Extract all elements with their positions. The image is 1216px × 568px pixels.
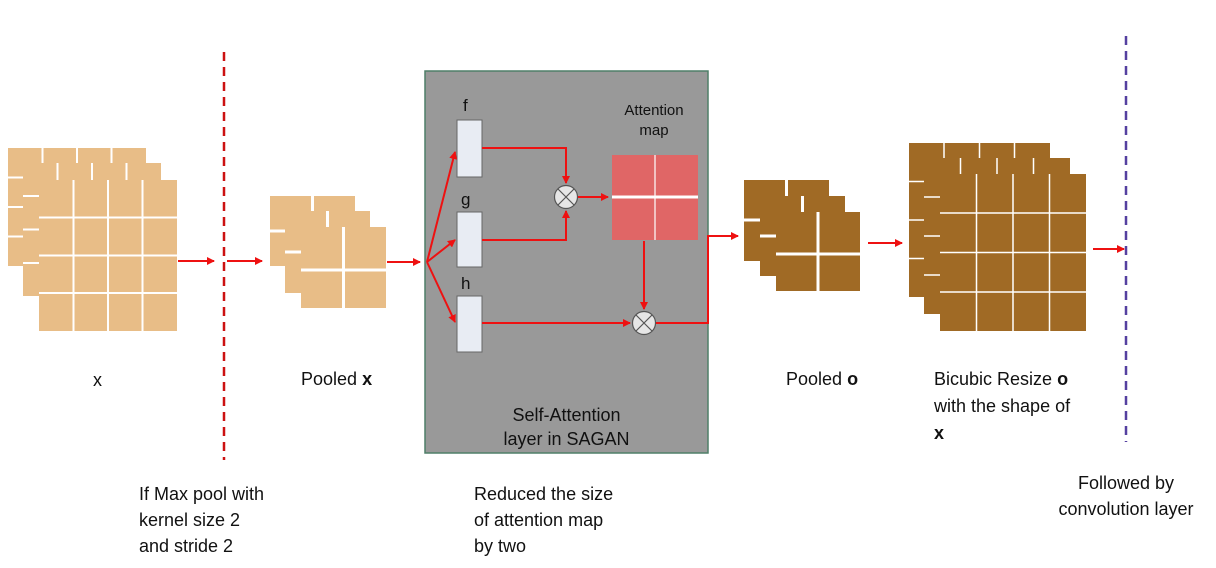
arrow-g-to-matmul	[482, 210, 570, 241]
bicubic-label-line3: x	[934, 423, 945, 443]
arrow-to-f	[426, 151, 458, 263]
attention-map-label-line2: map	[639, 122, 669, 140]
pooled-o-stack	[744, 180, 860, 291]
attention-map	[612, 155, 698, 240]
input-x-label: x	[93, 370, 102, 390]
g-label: g	[461, 190, 471, 209]
followed-caption-line: convolution layer	[1058, 499, 1194, 520]
h-label: h	[461, 274, 471, 293]
followed-caption-line: Followed by	[1077, 473, 1175, 493]
arrow-to-g	[426, 239, 456, 263]
reduced-caption: Reduced the size of attention map by two	[474, 481, 613, 559]
maxpool-caption: If Max pool with kernel size 2 and strid…	[139, 481, 264, 559]
bicubic-label-prefix: Bicubic Resize	[934, 369, 1053, 389]
bicubic-label-line2: with the shape of	[934, 396, 1071, 416]
maxpool-caption-line: kernel size 2	[139, 510, 241, 531]
resized-o-stack	[909, 143, 1086, 331]
maxpool-caption-line: and stride 2	[139, 536, 234, 557]
attention-map-label: Attention map	[604, 101, 704, 142]
pooled-o-label-prefix: Pooled	[786, 369, 843, 389]
bicubic-resize-label: Bicubic Resize o with the shape of x	[934, 366, 1070, 447]
matmul-node-h	[631, 310, 657, 336]
projection-f-bar	[456, 119, 483, 178]
pooled-o-map-front	[776, 212, 860, 291]
reduced-caption-line: by two	[474, 536, 527, 557]
f-label: f	[463, 96, 468, 115]
reduced-caption-line: Reduced the size	[474, 484, 614, 504]
pooled-x-map-front	[301, 227, 386, 308]
bicubic-label-var: o	[1057, 369, 1069, 389]
pooled-o-label: Pooled o	[786, 366, 858, 393]
maxpool-caption-line: If Max pool with	[139, 484, 265, 504]
arrow-f-to-matmul	[482, 147, 570, 184]
pooled-x-label-prefix: Pooled	[301, 369, 358, 389]
pooled-x-label-var: x	[362, 369, 373, 389]
arrow-matmul-to-pooled-o	[656, 232, 739, 324]
self-attention-label-line1: Self-Attention	[512, 405, 621, 425]
matmul-node-fg	[553, 184, 579, 210]
pooled-o-label-var: o	[847, 369, 859, 389]
projection-h-bar	[456, 295, 483, 353]
pooled-x-label: Pooled x	[301, 366, 372, 393]
arrow-to-h	[426, 261, 456, 323]
reduced-caption-line: of attention map	[474, 510, 604, 531]
self-attention-label: Self-Attention layer in SAGAN	[425, 403, 708, 452]
pooled-x-stack	[270, 196, 386, 308]
resized-o-map-front	[940, 174, 1086, 331]
followed-caption: Followed by convolution layer	[1038, 470, 1214, 522]
projection-g-bar	[456, 211, 483, 268]
input-feature-stack	[8, 148, 177, 331]
attention-map-label-line1: Attention	[624, 102, 684, 119]
input-feature-map-front	[39, 180, 177, 331]
self-attention-label-line2: layer in SAGAN	[503, 429, 630, 450]
